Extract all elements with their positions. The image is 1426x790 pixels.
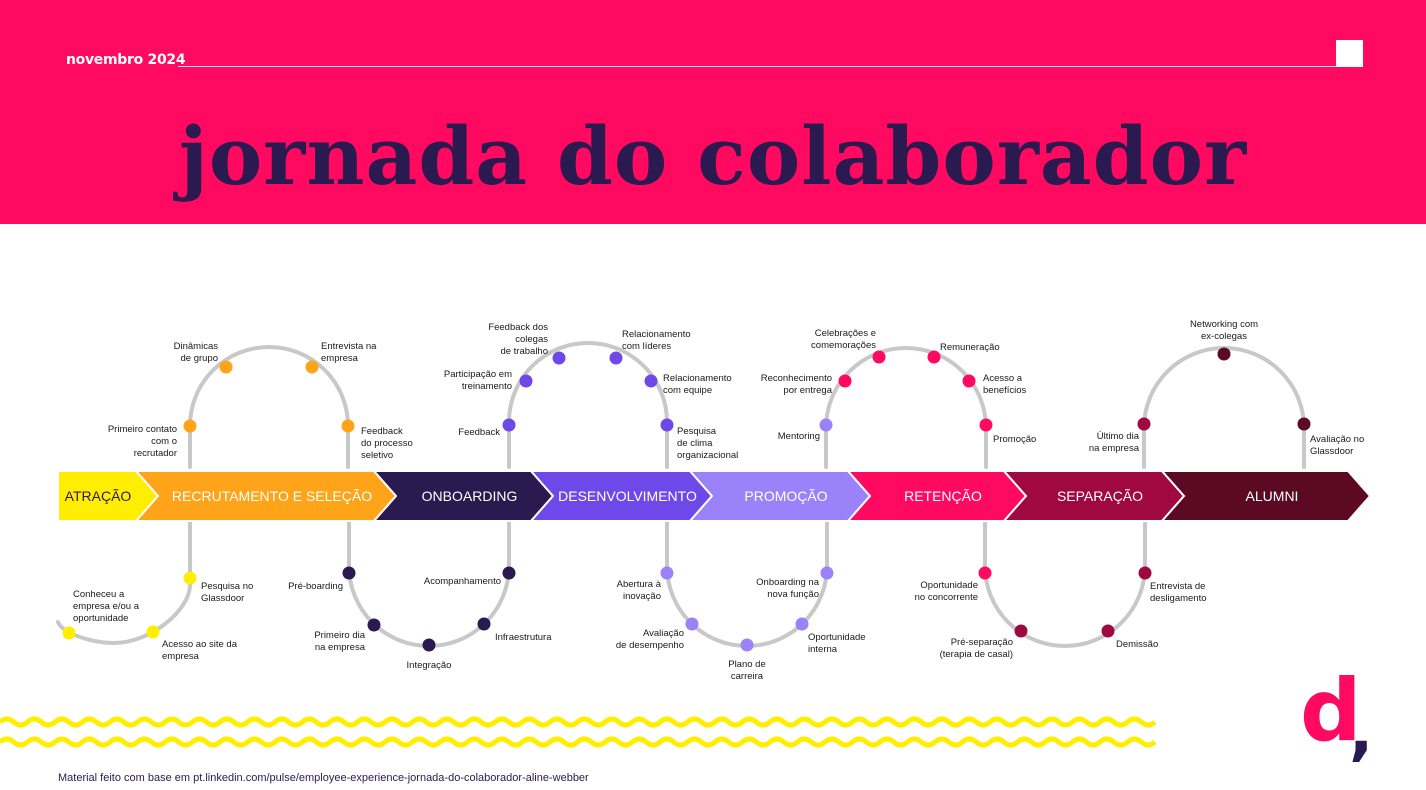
touchpoint-label: Pré-separação(terapia de casal)	[940, 637, 1013, 660]
track-valley-atracao	[56, 520, 192, 646]
wave-decoration-top	[0, 716, 1157, 728]
touchpoint-dot	[1138, 566, 1152, 580]
touchpoint-dot	[552, 351, 566, 365]
touchpoint-dot	[1217, 347, 1231, 361]
touchpoint-label: Acompanhamento	[424, 576, 501, 587]
touchpoint-dot	[502, 418, 516, 432]
touchpoint-dot	[146, 625, 160, 639]
touchpoint-dot	[422, 638, 436, 652]
wave-decoration-bottom	[0, 736, 1157, 748]
stage-label: ATRAÇÃO	[65, 488, 132, 504]
date-label: novembro 2024	[66, 52, 186, 68]
touchpoint-dot	[219, 360, 233, 374]
stage-label: ONBOARDING	[422, 488, 518, 504]
stage-label: PROMOÇÃO	[744, 488, 827, 504]
touchpoint-dot	[305, 360, 319, 374]
touchpoint-dot	[183, 571, 197, 585]
stage-chevron	[1159, 470, 1372, 522]
touchpoint-dot	[341, 419, 355, 433]
touchpoint-label: Demissão	[1116, 639, 1158, 650]
stage-label: ALUMNI	[1246, 488, 1299, 504]
source-note: Material feito com base em pt.linkedin.c…	[58, 772, 589, 784]
touchpoint-dot	[477, 617, 491, 631]
touchpoint-dot	[183, 419, 197, 433]
touchpoint-label: Promoção	[993, 434, 1036, 445]
touchpoint-dot	[609, 351, 623, 365]
touchpoint-label: Integração	[407, 660, 452, 671]
touchpoint-label: Infraestrutura	[495, 632, 552, 643]
touchpoint-dot	[819, 418, 833, 432]
touchpoint-dot	[795, 617, 809, 631]
touchpoint-label: Mentoring	[778, 431, 820, 442]
touchpoint-dot	[740, 638, 754, 652]
stage-label: RETENÇÃO	[904, 488, 982, 504]
touchpoint-label: Feedback	[458, 427, 500, 438]
logo-letter: d	[1300, 661, 1362, 761]
touchpoint-label: Remuneração	[940, 342, 1000, 353]
page-title: jornada do colaborador	[178, 109, 1248, 203]
header-square-icon	[1336, 40, 1363, 67]
touchpoint-dot	[838, 374, 852, 388]
touchpoint-dot	[1297, 417, 1311, 431]
header-divider	[178, 66, 1336, 67]
touchpoint-dot	[644, 374, 658, 388]
stage-label: DESENVOLVIMENTO	[558, 488, 697, 504]
touchpoint-dot	[519, 374, 533, 388]
track-arch-alumni	[1142, 346, 1306, 469]
track-arch-recrutamento	[188, 345, 350, 469]
touchpoint-dot	[502, 566, 516, 580]
touchpoint-dot	[660, 418, 674, 432]
touchpoint-dot	[820, 566, 834, 580]
touchpoint-dot	[962, 374, 976, 388]
touchpoint-dot	[1101, 624, 1115, 638]
touchpoint-dot	[685, 617, 699, 631]
stage-label: SEPARAÇÃO	[1057, 488, 1143, 504]
logo-comma: ,	[1349, 695, 1374, 769]
touchpoint-dot	[979, 418, 993, 432]
touchpoint-dot	[927, 350, 941, 364]
touchpoint-dot	[872, 350, 886, 364]
track-valley-retencao	[983, 520, 1147, 648]
touchpoint-label: Pré-boarding	[288, 581, 343, 592]
touchpoint-dot	[1014, 624, 1028, 638]
touchpoint-dot	[1137, 417, 1151, 431]
touchpoint-dot	[62, 626, 76, 640]
track-arch-desenvolvimento	[507, 341, 669, 469]
touchpoint-dot	[978, 566, 992, 580]
header-banner: novembro 2024 jornada do colaborador	[0, 0, 1426, 224]
touchpoint-dot	[342, 566, 356, 580]
touchpoint-dot	[367, 618, 381, 632]
track-arch-promocao	[824, 346, 988, 469]
touchpoint-dot	[660, 566, 674, 580]
stage-label: RECRUTAMENTO E SELEÇÃO	[172, 488, 372, 504]
